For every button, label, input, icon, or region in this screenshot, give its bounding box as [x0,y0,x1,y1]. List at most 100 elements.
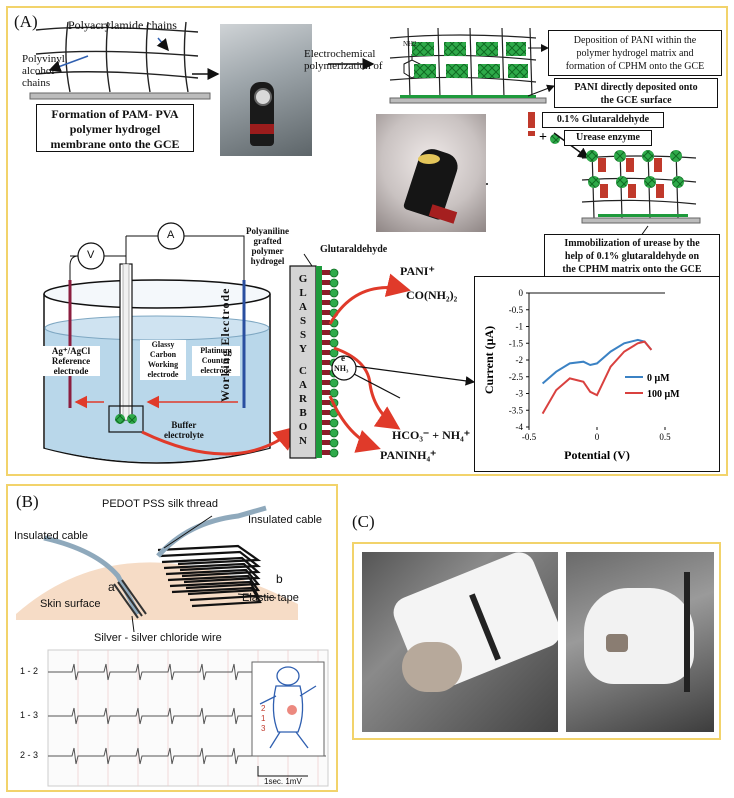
label-working-electrode: Working Electrode [218,287,232,402]
glutaraldehyde-link [322,360,330,365]
pani-direct-caption: PANI directly deposited onto the GCE sur… [554,78,718,108]
glutaraldehyde-link [322,440,330,445]
y-tick-label: 0 [519,288,524,298]
glutaraldehyde-link [322,320,330,325]
urease-molecule [329,448,339,458]
urease-network [581,149,701,224]
formation-caption: Formation of PAM- PVA polymer hydrogel m… [36,104,194,152]
glutaraldehyde-box: 0.1% Glutaraldehyde [542,112,664,128]
label-v: V [87,249,95,261]
x-tick-label: -0.5 [522,432,537,442]
glutaraldehyde-link [322,330,330,335]
label-skin: Skin surface [40,598,101,610]
glutaraldehyde-link [322,370,330,375]
glutaraldehyde-link [322,340,330,345]
label-pedot: PEDOT PSS silk thread [102,498,218,510]
label-scale: 1sec. 1mV [264,777,302,786]
panel-b: (B) [6,484,338,792]
label-e: e [341,353,345,363]
urease-molecule [329,268,339,278]
chart-y-label: Current (μA) [482,326,496,394]
label-a: A [167,229,175,241]
urease-box: Urease enzyme [564,130,652,146]
urease-molecule [329,428,339,438]
y-tick-label: -2 [516,355,524,365]
electrode-photo-2 [376,114,486,232]
elastic-tape [157,544,262,608]
label-insulated-right: Insulated cable [248,514,322,526]
glutaraldehyde-link [322,420,330,425]
label-insulated-left: Insulated cable [14,530,88,542]
label-electrochem: Electrochemical polymerization of [304,48,383,72]
electrode-photo-1 [220,24,312,156]
glutaraldehyde-link [322,430,330,435]
panel-b-label: (B) [16,492,39,511]
urease-molecule [329,278,339,288]
svg-text:+: + [539,130,547,145]
label-polyacrylamide: Polyacrylamide chains [68,18,177,32]
y-tick-label: -1 [516,322,524,332]
voltmeter [77,242,105,270]
legend-label-0: 0 μM [647,373,670,384]
label-a-electrode: a [108,580,115,594]
series-line-1 [541,340,653,415]
label-lead-23: 2 - 3 [20,750,39,760]
panel-c-label: (C) [352,512,375,531]
label-nh3: NH₃ [334,364,349,373]
hydrogel-network [35,21,199,93]
glutaraldehyde-link [322,300,330,305]
glutaraldehyde-link [322,410,330,415]
panel-a-label: (A) [14,12,38,31]
glutaraldehyde-link [322,290,330,295]
series-line-0 [541,338,653,385]
label-mouse-3: 3 [261,724,266,733]
glutaraldehyde-link [322,380,330,385]
panel-b-graphics [16,505,329,787]
urease-molecule [329,438,339,448]
glutaraldehyde-link [322,350,330,355]
label-b-electrode: b [276,572,283,586]
ecg-traces [48,663,326,765]
label-urea: CO(NH₂)₂ [406,288,458,302]
urease-molecule [329,288,339,298]
glutaraldehyde-link [322,400,330,405]
y-tick-label: -3.5 [509,405,524,415]
deposition-caption: Deposition of PANI within the polymer hy… [548,30,722,76]
label-hco3: HCO₃⁻ + NH₄⁺ [392,428,471,442]
urease-molecule [329,378,339,388]
panel-c [352,542,721,740]
label-lead-13: 1 - 3 [20,710,39,720]
x-tick-label: 0.5 [659,432,671,442]
label-elastic: Elastic tape [242,592,299,604]
label-lead-12: 1 - 2 [20,666,39,676]
urease-molecule [329,418,339,428]
glutaraldehyde-link [322,280,330,285]
urease-molecule [329,338,339,348]
label-reference-electrode: Ag⁺/AgCl Reference electrode [42,346,100,376]
urease-molecule [329,328,339,338]
x-tick-label: 0 [595,432,600,442]
label-pani-grafted: Polyaniline grafted polymer hydrogel [246,226,290,266]
label-paninh4: PANINH₄⁺ [380,448,437,462]
y-tick-label: -4 [516,422,524,432]
label-glutaraldehyde: Glutaraldehyde [320,244,388,255]
label-glassy-carbon: Glassy Carbon Working electrode [140,340,186,380]
chart-x-label: Potential (V) [564,448,630,462]
y-tick-label: -0.5 [509,305,524,315]
label-mouse-2: 2 [261,704,266,713]
label-pani-plus: PANI⁺ [400,264,435,278]
gce-surface-left [29,92,211,100]
label-silver: Silver - silver chloride wire [94,632,222,644]
glutaraldehyde-link [322,390,330,395]
label-nh2: NH2 [403,40,417,48]
ammeter [157,222,185,250]
legend-label-1: 100 μM [647,389,680,400]
glutaraldehyde-link [322,450,330,455]
glassy-carbon-electrode [289,265,339,459]
knee-photo-right [566,552,714,732]
y-tick-label: -1.5 [509,338,524,348]
label-mouse-1: 1 [261,714,266,723]
